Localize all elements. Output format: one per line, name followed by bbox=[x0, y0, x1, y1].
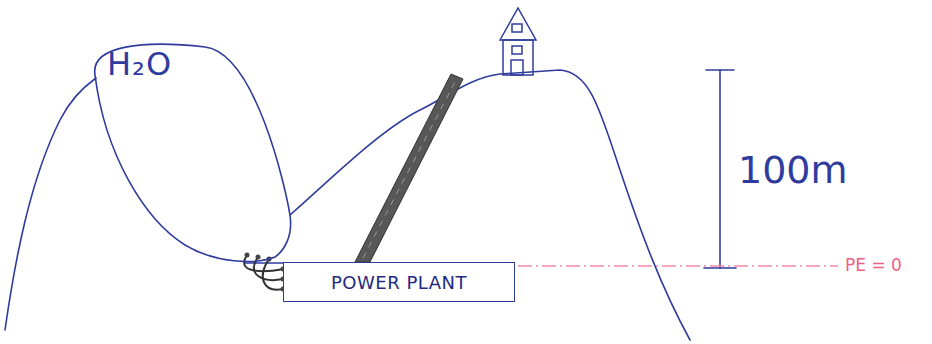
house bbox=[500, 8, 536, 75]
pipe-connector bbox=[244, 253, 285, 292]
lake-label: H₂O bbox=[107, 45, 295, 83]
road-marking bbox=[363, 80, 456, 258]
lake-region: H₂O bbox=[85, 35, 295, 265]
left-hill-outline bbox=[5, 78, 96, 330]
height-dimension bbox=[704, 70, 736, 268]
power-plant-box: POWER PLANT bbox=[283, 262, 515, 302]
lake-ground-line bbox=[245, 262, 284, 264]
road bbox=[355, 74, 463, 262]
zero-level-label: PE = 0 bbox=[845, 255, 902, 275]
dimension-label: 100m bbox=[738, 148, 848, 192]
node-label: POWER PLANT bbox=[331, 272, 467, 293]
zero-potential-line bbox=[518, 265, 838, 266]
